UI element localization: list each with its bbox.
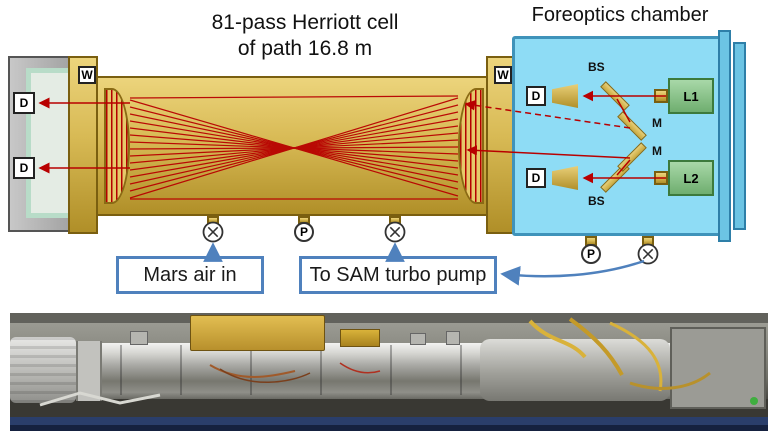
pressure-gauge-2-label: P — [586, 247, 595, 261]
foreoptics-title: Foreoptics chamber — [531, 4, 709, 26]
cell-left-flange — [68, 56, 98, 234]
detector-3-box: D — [526, 86, 546, 106]
window-right-label: W — [497, 68, 509, 82]
laser-2-lens — [654, 171, 668, 185]
photo-background-shelf — [10, 313, 768, 323]
fold-mirror-1-label: M — [652, 116, 662, 130]
laser-1-lens — [654, 89, 668, 103]
beam-splitter-1-label: BS — [588, 60, 605, 74]
valve-3-stem — [642, 236, 654, 246]
herriott-title-line2: of path 16.8 m — [237, 37, 373, 60]
herriott-title-line1: 81-pass Herriott cell — [211, 11, 399, 34]
detector-2-box: D — [13, 157, 35, 179]
detector-4-label: D — [531, 171, 541, 185]
photo-seam — [390, 345, 392, 395]
foreoptics-chamber — [512, 36, 724, 236]
photo-gold-fitting — [340, 329, 380, 347]
instrument-photo — [10, 313, 768, 431]
photo-left-endcap — [10, 337, 76, 403]
turbo-pump-callout: To SAM turbo pump — [299, 256, 497, 294]
photo-seam — [120, 345, 122, 395]
valve-3-icon — [637, 243, 659, 265]
photo-seam — [180, 345, 182, 395]
detector-1-box: D — [13, 92, 35, 114]
photo-seam — [320, 345, 322, 395]
pressure-gauge-1: P — [294, 222, 314, 242]
turbo-pump-callout-label: To SAM turbo pump — [309, 263, 487, 286]
laser-2-label: L2 — [683, 170, 699, 186]
mars-air-callout-label: Mars air in — [143, 263, 237, 286]
chamber-right-flange-2 — [733, 42, 746, 230]
photo-blue-rail — [10, 417, 768, 425]
photo-seam — [250, 345, 252, 395]
beam-splitter-2-label: BS — [588, 194, 605, 208]
window-left-box: W — [78, 66, 96, 84]
photo-connector — [410, 333, 426, 345]
valve-2-icon — [384, 221, 406, 243]
window-left-label: W — [81, 68, 93, 82]
photo-blue-rail-dark — [10, 425, 768, 431]
valve-1-icon — [202, 221, 224, 243]
herriott-cell-body — [96, 76, 488, 216]
pressure-gauge-2: P — [581, 244, 601, 264]
detector-1-label: D — [19, 96, 29, 110]
photo-green-led — [750, 397, 758, 405]
detector-4-box: D — [526, 168, 546, 188]
fold-mirror-2-label: M — [652, 144, 662, 158]
laser-2-box: L2 — [668, 160, 714, 196]
photo-connector — [130, 331, 148, 345]
photo-gold-module — [190, 315, 325, 351]
photo-connector — [446, 331, 460, 345]
photo-seam — [460, 345, 462, 395]
pressure-gauge-1-label: P — [299, 225, 308, 239]
detector-3-label: D — [531, 89, 541, 103]
herriott-title: 81-pass Herriott cell of path 16.8 m — [150, 10, 460, 62]
laser-1-box: L1 — [668, 78, 714, 114]
photo-wiring — [39, 317, 711, 407]
laser-1-label: L1 — [683, 88, 699, 104]
mars-air-callout: Mars air in — [116, 256, 264, 294]
photo-left-flange — [76, 341, 102, 401]
valve-2-stem — [389, 216, 401, 224]
photo-right-bracket — [670, 327, 766, 409]
detector-2-label: D — [19, 161, 29, 175]
chamber-right-flange-1 — [718, 30, 731, 242]
valve-1-stem — [207, 216, 219, 224]
window-right-box: W — [494, 66, 512, 84]
